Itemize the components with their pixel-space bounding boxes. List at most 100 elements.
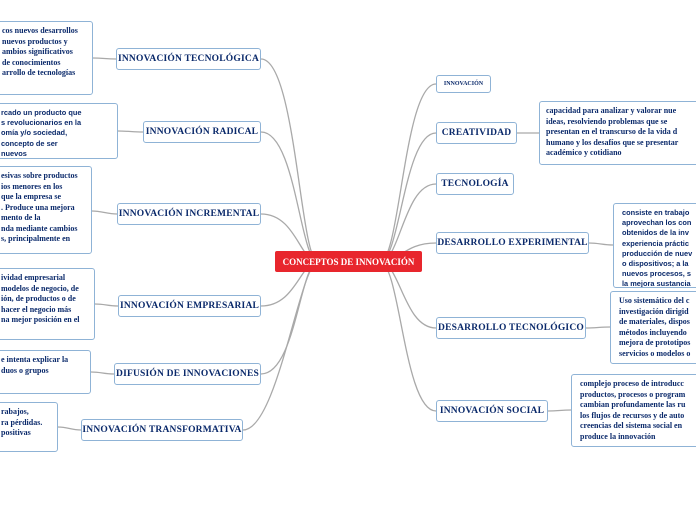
desc-desarrollo-experimental[interactable]: consiste en trabajo aprovechan los con o… [613,203,696,288]
topic-tecnologia[interactable]: TECNOLOGÍA [436,173,514,195]
connector-desc-right-1 [588,242,614,246]
desc-line: de materiales, dispos [619,317,690,326]
topic-creatividad[interactable]: CREATIVIDAD [436,122,517,144]
topic-innovacion-transformativa[interactable]: INNOVACIÓN TRANSFORMATIVA [81,419,243,441]
desc-line: e intenta explicar la [1,355,69,364]
desc-line: cambian profundamente las ru [580,400,686,409]
topic-label: INNOVACIÓN TECNOLÓGICA [117,54,260,64]
connector-desc-right-3 [547,409,572,412]
connector-left-4 [260,261,319,375]
desc-creatividad[interactable]: capacidad para analizar y valorar nue id… [539,101,696,165]
desc-line: ra pérdidas. [1,417,43,427]
central-topic[interactable]: CONCEPTOS DE INNOVACIÓN [275,251,422,272]
desc-line: modelos de negocio, de [1,283,79,293]
desc-line: consiste en trabajo [622,208,690,217]
desc-line: investigación dirigid [619,306,689,316]
desc-line: productos, procesos o program [580,389,686,399]
desc-line: Uso sistemático del c [619,296,690,305]
topic-desarrollo-tecnologico[interactable]: DESARROLLO TECNOLÓGICO [436,317,586,339]
desc-line: servicios o modelos o [619,348,691,358]
topic-innovacion-radical[interactable]: INNOVACIÓN RADICAL [143,121,261,143]
desc-line: aprovechan los con [622,218,692,228]
desc-line: cos nuevos desarrollos [2,26,78,35]
desc-line: rcado un producto que [1,108,82,117]
desc-line: duos o grupos [1,365,49,375]
connector-desc-left-0 [92,57,117,60]
topic-desarrollo-experimental[interactable]: DESARROLLO EXPERIMENTAL [436,232,589,254]
desc-line: experiencia práctic [622,238,689,248]
desc-innovacion-transformativa[interactable]: rabajos, ra pérdidas. positivas [0,402,58,452]
desc-line: ividad empresarial [1,273,66,282]
desc-line: capacidad para analizar y valorar nue [546,106,677,115]
desc-line: obtenidos de la inv [622,228,689,238]
topic-label: DIFUSIÓN DE INNOVACIONES [116,369,259,379]
topic-innovacion-tecnologica[interactable]: INNOVACIÓN TECNOLÓGICA [116,48,261,70]
desc-line: . Produce una mejora [1,202,75,212]
topic-innovacion[interactable]: INNOVACIÓN [436,75,491,93]
topic-label: INNOVACIÓN TRANSFORMATIVA [82,425,242,435]
desc-line: nda mediante cambios [1,223,78,233]
topic-label: CREATIVIDAD [441,128,512,138]
desc-line: nuevos productos y [2,36,68,46]
topic-label: INNOVACIÓN EMPRESARIAL [119,301,260,311]
desc-line: nuevos [1,148,27,158]
desc-innovacion-social[interactable]: complejo proceso de introducc productos,… [571,374,696,447]
topic-label: INNOVACIÓN SOCIAL [439,406,545,416]
desc-line: la mejora sustancia [622,279,691,288]
desc-innovacion-radical[interactable]: rcado un producto que s revolucionarios … [0,103,118,159]
desc-line: que la empresa se [1,192,62,201]
desc-line: humano y los desafíos que se presentar [546,137,679,147]
desc-line: producción de nuev [622,248,693,258]
topic-label: DESARROLLO EXPERIMENTAL [437,238,588,248]
desc-line: los flujos de recursos y de auto [580,410,685,420]
topic-label: TECNOLOGÍA [441,179,509,189]
desc-line: o dispositivos; a la [622,259,689,269]
connector-desc-right-2 [585,326,611,329]
connector-left-5 [242,261,319,431]
desc-line: arrollo de tecnologías [2,68,76,77]
topic-label: INNOVACIÓN RADICAL [145,127,259,137]
connector-right-1 [379,132,437,263]
desc-line: s revolucionarios en la [1,118,82,128]
connector-right-5 [379,261,437,412]
desc-line: ideas, resolviendo problemas que se [546,116,668,126]
desc-line: rabajos, [1,407,29,416]
connector-left-0 [260,58,319,263]
desc-line: académico y cotidiano [546,148,622,157]
desc-line: concepto de ser [1,138,58,148]
connector-desc-left-4 [90,371,115,375]
desc-line: presentan en el transcurso de la vida d [546,127,678,136]
desc-line: ión, de productos o de [1,294,76,303]
desc-line: mejora de prototipos [619,338,691,347]
connector-right-0 [379,83,437,263]
topic-innovacion-social[interactable]: INNOVACIÓN SOCIAL [436,400,548,422]
desc-line: ios menores en los [1,181,63,191]
desc-line: nuevos procesos, s [622,269,692,279]
desc-innovacion-incremental[interactable]: esivas sobre productos ios menores en lo… [0,166,92,254]
topic-difusion-de-innovaciones[interactable]: DIFUSIÓN DE INNOVACIONES [114,363,261,385]
desc-line: omía y/o sociedad, [1,128,68,138]
desc-difusion-de-innovaciones[interactable]: e intenta explicar la duos o grupos [0,350,91,394]
topic-label: INNOVACIÓN [443,81,484,87]
desc-line: de conocimientos [2,57,61,67]
connector-desc-left-2 [91,210,118,215]
desc-desarrollo-tecnologico[interactable]: Uso sistemático del c investigación diri… [610,291,696,364]
topic-innovacion-incremental[interactable]: INNOVACIÓN INCREMENTAL [117,203,261,225]
connector-desc-left-1 [117,130,144,133]
central-topic-label: CONCEPTOS DE INNOVACIÓN [282,256,415,267]
desc-line: produce la innovación [580,431,656,441]
desc-line: ambios significativos [2,47,73,56]
desc-line: creencias del sistema social en [580,421,683,430]
connector-desc-left-5 [57,426,82,431]
desc-line: na mejor posición en el [1,315,80,324]
desc-line: métodos incluyendo [619,327,687,337]
desc-line: complejo proceso de introducc [580,379,684,388]
topic-label: DESARROLLO TECNOLÓGICO [438,323,584,333]
desc-innovacion-tecnologica[interactable]: cos nuevos desarrollos nuevos productos … [0,21,93,95]
desc-innovacion-empresarial[interactable]: ividad empresarial modelos de negocio, d… [0,268,95,340]
topic-label: INNOVACIÓN INCREMENTAL [118,209,260,219]
desc-line: mento de la [1,213,41,222]
topic-innovacion-empresarial[interactable]: INNOVACIÓN EMPRESARIAL [118,295,261,317]
desc-line: hacer el negocio más [1,304,72,314]
